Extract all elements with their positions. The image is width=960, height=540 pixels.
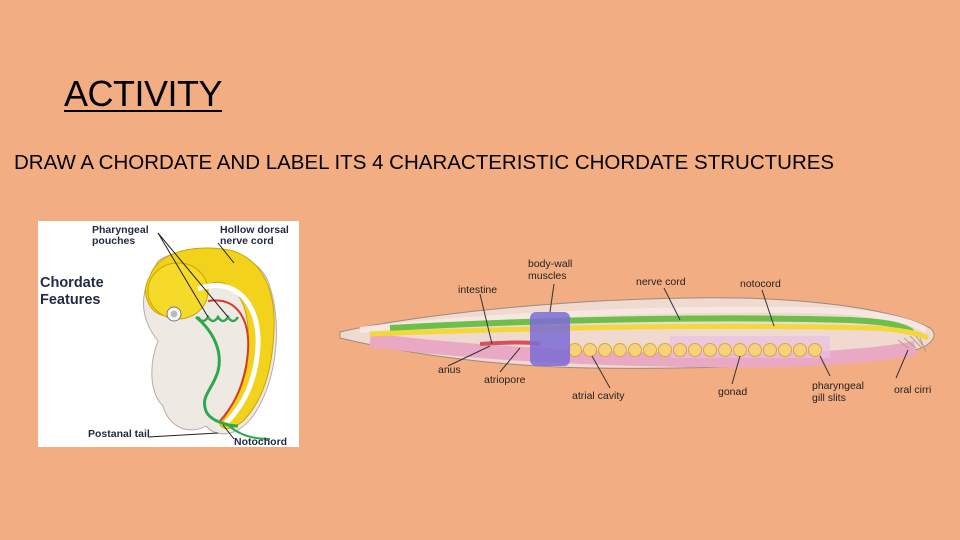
label-chordate-features: Chordate Features (40, 275, 104, 309)
slide-title: ACTIVITY (64, 72, 222, 116)
chordate-embryo-figure: Pharyngeal pouches Hollow dorsal nerve c… (38, 221, 299, 447)
label-hollow-dorsal-nerve-cord: Hollow dorsal nerve cord (220, 225, 289, 247)
label-pharyngeal-pouches: Pharyngeal pouches (92, 225, 149, 247)
label-gonad: gonad (718, 386, 747, 398)
label-atrial-cavity: atrial cavity (572, 390, 625, 402)
embryo-illustration (38, 221, 299, 447)
label-atriopore: atriopore (484, 374, 525, 386)
label-notochord: Notochord (234, 437, 287, 448)
label-pharyngeal-gill-slits: pharyngeal gill slits (812, 380, 864, 404)
label-postanal-tail: Postanal tail (88, 429, 150, 440)
label-intestine: intestine (458, 284, 497, 296)
label-anus: anus (438, 364, 461, 376)
label-nerve-cord: nerve cord (636, 276, 686, 288)
lancelet-figure: body-wall muscles intestine nerve cord n… (330, 250, 950, 420)
label-oral-cirri: oral cirri (894, 384, 931, 396)
label-notocord: notocord (740, 278, 781, 290)
activity-instruction: DRAW A CHORDATE AND LABEL ITS 4 CHARACTE… (14, 150, 834, 176)
label-body-wall-muscles: body-wall muscles (528, 258, 572, 282)
